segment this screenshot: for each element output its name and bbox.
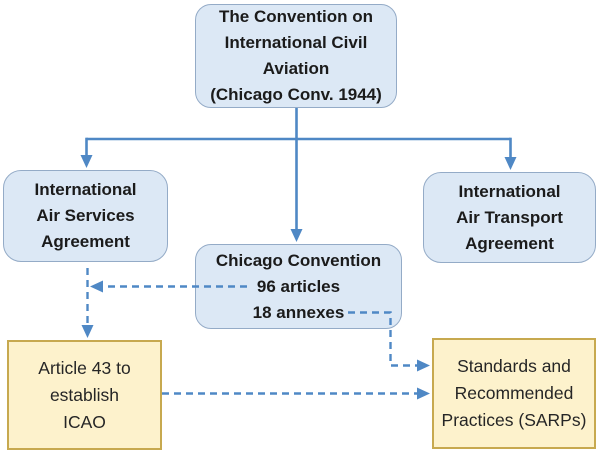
node-chicago-convention-1944: The Convention on International Civil Av…	[195, 4, 397, 108]
arrowhead-into-chicago	[290, 229, 303, 242]
node-chicago-convention-articles-annexes: Chicago Convention 96 articles 18 annexe…	[195, 244, 402, 329]
node-international-air-services-agreement: International Air Services Agreement	[3, 170, 168, 262]
node-article-43-icao: Article 43 to establish ICAO	[7, 340, 162, 450]
node-sarps: Standards and Recommended Practices (SAR…	[432, 338, 596, 449]
arrowhead-96-articles	[90, 280, 103, 293]
arrowhead-into-article43	[81, 325, 94, 338]
arrowhead-annexes-into-sarps	[417, 359, 430, 372]
arrowhead-into-air-services	[80, 155, 93, 168]
node-international-air-transport-agreement: International Air Transport Agreement	[423, 172, 596, 263]
arrowhead-article43-into-sarps	[417, 387, 430, 400]
arrowhead-into-air-transport	[504, 157, 517, 170]
